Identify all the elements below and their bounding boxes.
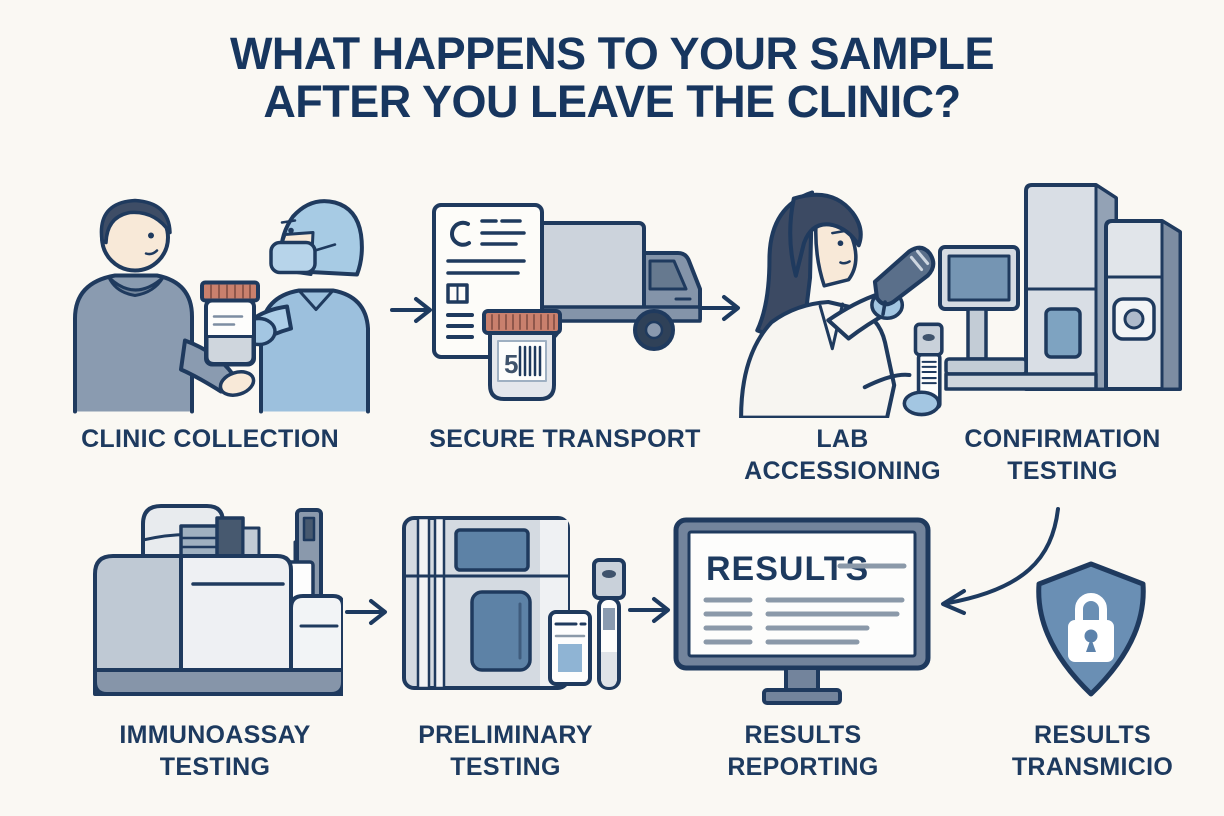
monitor-screen-heading: RESULTS [706,550,869,588]
document-jar-truck-icon: 5 [432,203,702,401]
testing-machine-cassette-tube-icon [402,516,626,690]
step-label-secure-transport: SECURE TRANSPORT [429,425,701,453]
flow-arrow-1 [389,294,435,326]
results-transmission-icon [1028,558,1155,700]
step-label-preliminary-testing: PRELIMINARY TESTING [418,721,593,781]
curved-flow-arrow [928,503,1068,623]
page-title-line1: WHAT HAPPENS TO YOUR SAMPLE [229,28,995,79]
flow-arrow-2 [697,292,743,324]
results-reporting-icon: RESULTS [672,516,934,708]
lab-analyzer-towers-icon [938,183,1182,391]
flow-arrow-4 [627,594,673,626]
lab-accessioning-icon [735,184,953,418]
jar-barcode-digit: 5 [504,349,518,379]
monitor-results-screen-icon: RESULTS [673,517,931,705]
technician-barcode-scanner-icon [739,190,944,418]
secure-transport-icon: 5 [428,194,706,408]
step-label-clinic-collection: CLINIC COLLECTION [81,425,339,453]
step-label-results-transmission: RESULTS TRANSMICIO [1011,721,1174,781]
confirmation-testing-icon [938,180,1190,410]
step-label-confirmation-testing: CONFIRMATION TESTING [964,425,1161,485]
step-label-results-reporting: RESULTS REPORTING [727,721,879,781]
immunoassay-analyzer-icon [93,504,343,696]
flow-arrow-3 [344,596,390,628]
patient-nurse-specimen-icon [73,198,370,414]
security-shield-lock-icon [1036,561,1146,697]
step-label-immunoassay-testing: IMMUNOASSAY TESTING [119,721,311,781]
immunoassay-testing-icon [85,498,343,710]
preliminary-testing-icon [398,512,626,707]
step-label-lab-accessioning: LAB ACCESSIONING [744,425,941,485]
page-title-line2: AFTER YOU LEAVE THE CLINIC? [263,76,961,128]
clinic-collection-icon [35,176,385,416]
page-title: WHAT HAPPENS TO YOUR SAMPLE AFTER YOU LE… [0,28,1224,128]
